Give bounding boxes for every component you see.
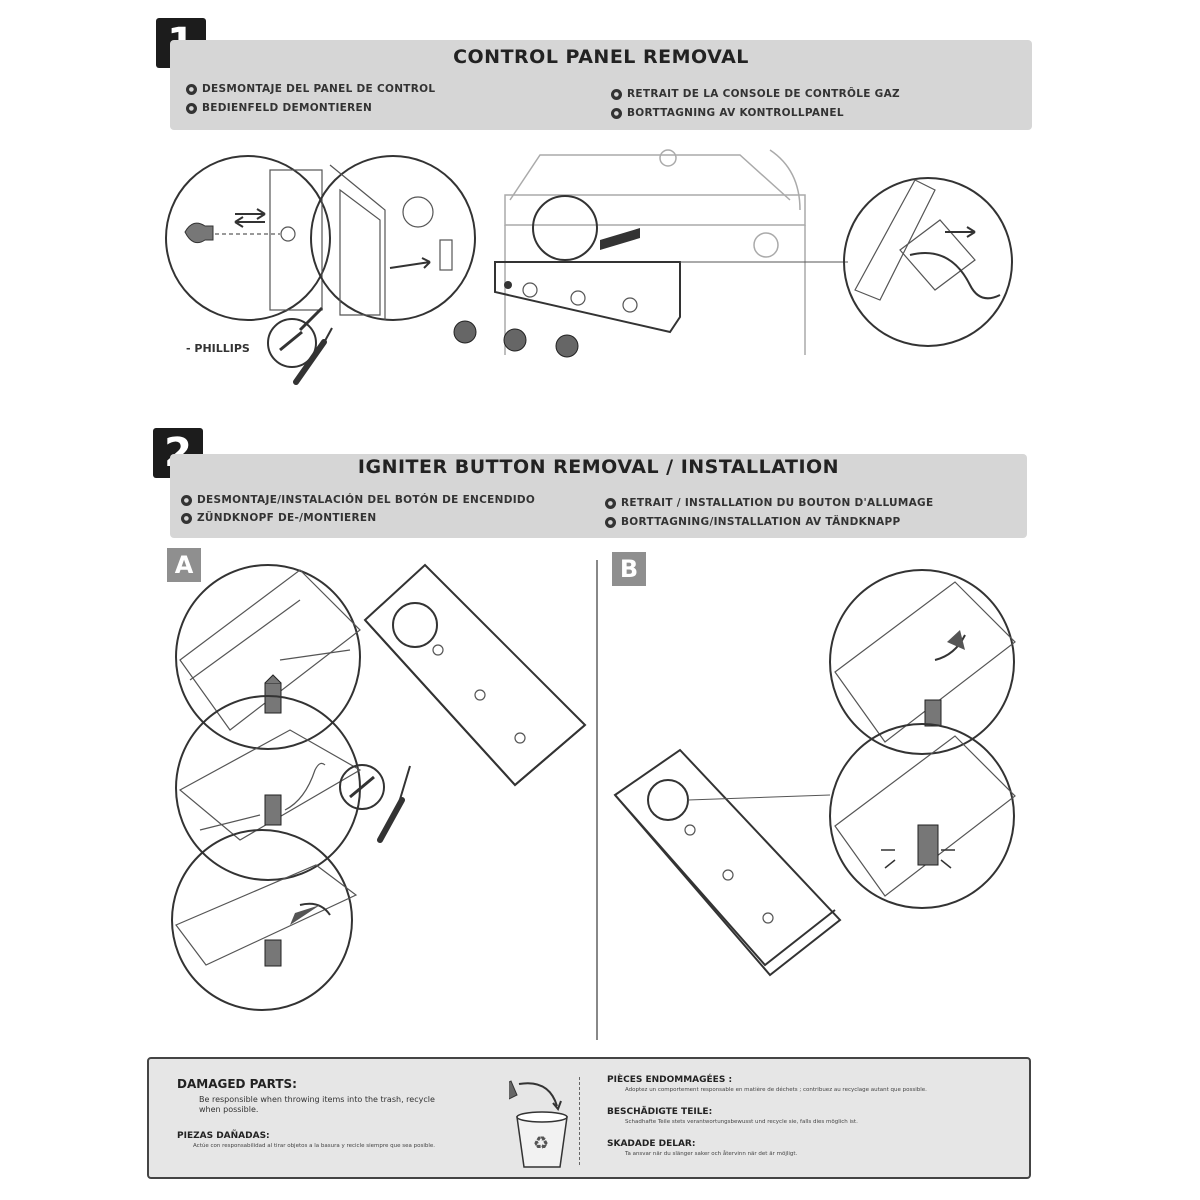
step-2-title: IGNITER BUTTON REMOVAL / INSTALLATION [357, 456, 840, 478]
control-panel-drawing [494, 195, 681, 334]
phillips-screwdriver-icon [267, 306, 333, 385]
lang-badge-icon: ● [186, 83, 197, 95]
step-1-lang-es: ●DESMONTAJE DEL PANEL DE CONTROL [186, 83, 435, 95]
damaged-parts-de-text: Schadhafte Teile stets verantwortungsbew… [625, 1119, 858, 1125]
step-2-lang-sv: ●BORTTAGNING/INSTALLATION AV TÄNDKNAPP [605, 516, 901, 528]
damaged-parts-es-heading: PIEZAS DAÑADAS: [177, 1131, 270, 1141]
step-2-lang-de: ●ZÜNDKNOPF DE-/MONTIEREN [181, 512, 376, 524]
step-2-header-band: IGNITER BUTTON REMOVAL / INSTALLATION [170, 454, 1027, 538]
phillips-tool-label: - PHILLIPS [186, 342, 250, 355]
step-1-lang-de: ●BEDIENFELD DEMONTIEREN [186, 102, 372, 114]
lang-badge-icon: ● [181, 494, 192, 506]
step-2-sub-a-tag: A [167, 548, 201, 582]
lang-badge-icon: ● [611, 107, 622, 119]
damaged-parts-divider [579, 1077, 581, 1165]
step-2-lang-fr: ●RETRAIT / INSTALLATION DU BOUTON D'ALLU… [605, 497, 933, 509]
step-1-title: CONTROL PANEL REMOVAL [453, 46, 749, 68]
screwdriver-bit-icon [339, 764, 411, 843]
igniter-remove-detail-3 [171, 829, 358, 1011]
igniter-wire-detail-circle [843, 177, 1013, 347]
grill-outline [504, 149, 806, 355]
svg-text:♻: ♻ [533, 1133, 549, 1154]
damaged-parts-sv-heading: SKADADE DELAR: [607, 1139, 696, 1149]
lang-badge-icon: ● [605, 497, 616, 509]
damaged-parts-sv-text: Ta ansvar när du slänger saker och återv… [625, 1151, 798, 1157]
step-1-header-band: CONTROL PANEL REMOVAL [170, 40, 1032, 130]
step-1-lang-sv: ●BORTTAGNING AV KONTROLLPANEL [611, 107, 844, 119]
igniter-install-detail-1 [829, 569, 1016, 755]
step-2-sub-b-tag: B [612, 552, 646, 586]
screw-detail-circle [165, 155, 331, 321]
lang-badge-icon: ● [186, 102, 197, 114]
igniter-remove-detail-1 [175, 564, 361, 750]
damaged-parts-text: Be responsible when throwing items into … [199, 1095, 435, 1114]
damaged-parts-fr-heading: PIÈCES ENDOMMAGÉES : [607, 1075, 733, 1085]
control-knobs [453, 320, 579, 358]
damaged-parts-box: DAMAGED PARTS: Be responsible when throw… [147, 1057, 1031, 1179]
panel-b-drawing [613, 748, 842, 977]
lang-badge-icon: ● [605, 516, 616, 528]
igniter-install-detail-2 [829, 723, 1016, 909]
step-1-lang-fr: ●RETRAIT DE LA CONSOLE DE CONTRÔLE GAZ [611, 88, 900, 100]
lang-badge-icon: ● [181, 512, 192, 524]
damaged-parts-heading: DAMAGED PARTS: [177, 1077, 297, 1091]
recycle-bin-icon: ♻ [509, 1079, 569, 1169]
lang-badge-icon: ● [611, 88, 622, 100]
igniter-remove-detail-2 [175, 695, 362, 881]
panel-edge-detail-circle [310, 155, 476, 321]
damaged-parts-de-heading: BESCHÄDIGTE TEILE: [607, 1107, 713, 1117]
damaged-parts-es-text: Actúe con responsabilidad al tirar objet… [193, 1143, 436, 1149]
panel-a-drawing [279, 563, 587, 787]
damaged-parts-fr-text: Adoptez un comportement responsable en m… [625, 1087, 927, 1093]
step-2-lang-es: ●DESMONTAJE/INSTALACIÓN DEL BOTÓN DE ENC… [181, 494, 535, 506]
